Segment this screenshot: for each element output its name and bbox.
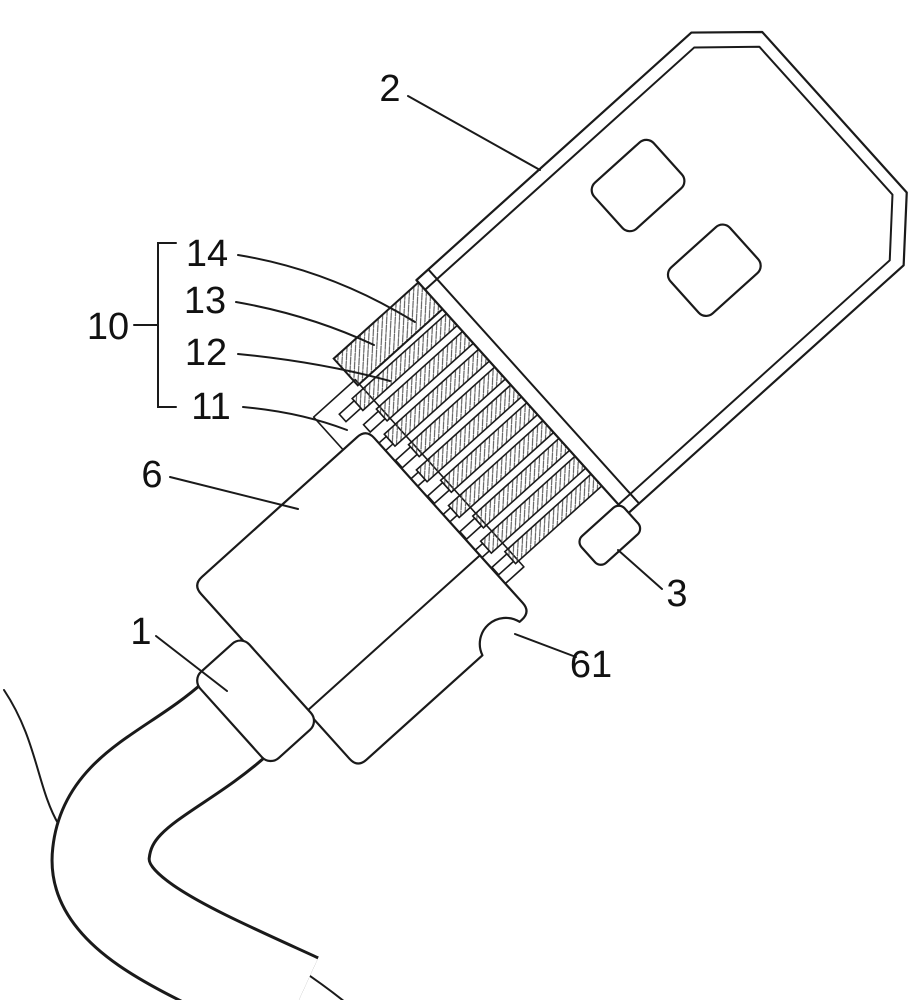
shell-latch-window-top [590, 138, 686, 233]
leader-2 [407, 95, 541, 171]
leader-61 [514, 633, 577, 658]
shell-latch-window-bottom [666, 223, 762, 318]
leader-11 [242, 406, 348, 431]
latch-tab [578, 504, 642, 566]
cable-ferrule [196, 639, 316, 763]
ref-label-14: 14 [186, 233, 228, 275]
ref-label-6: 6 [141, 454, 162, 496]
ref-label-3: 3 [666, 573, 687, 615]
ref-label-1: 1 [130, 611, 151, 653]
leader-6 [169, 476, 299, 510]
leader-14 [237, 254, 416, 323]
ref-label-2: 2 [379, 68, 400, 110]
shell-seam-line [427, 268, 641, 505]
leader-1 [155, 635, 228, 692]
cable-body [53, 682, 318, 1000]
leader-3 [617, 549, 663, 590]
leader-12 [237, 353, 391, 382]
ref-label-10: 10 [87, 306, 129, 348]
connector-assembly [196, 30, 908, 765]
ref-label-13: 13 [184, 280, 226, 322]
ref-label-11: 11 [191, 386, 230, 428]
overmold-edge-line [305, 554, 481, 713]
ref-label-12: 12 [185, 332, 227, 374]
ref-label-61: 61 [570, 644, 612, 686]
leader-13 [235, 301, 375, 346]
bracket-10 [133, 242, 177, 408]
shell-inner-edge [424, 45, 894, 506]
